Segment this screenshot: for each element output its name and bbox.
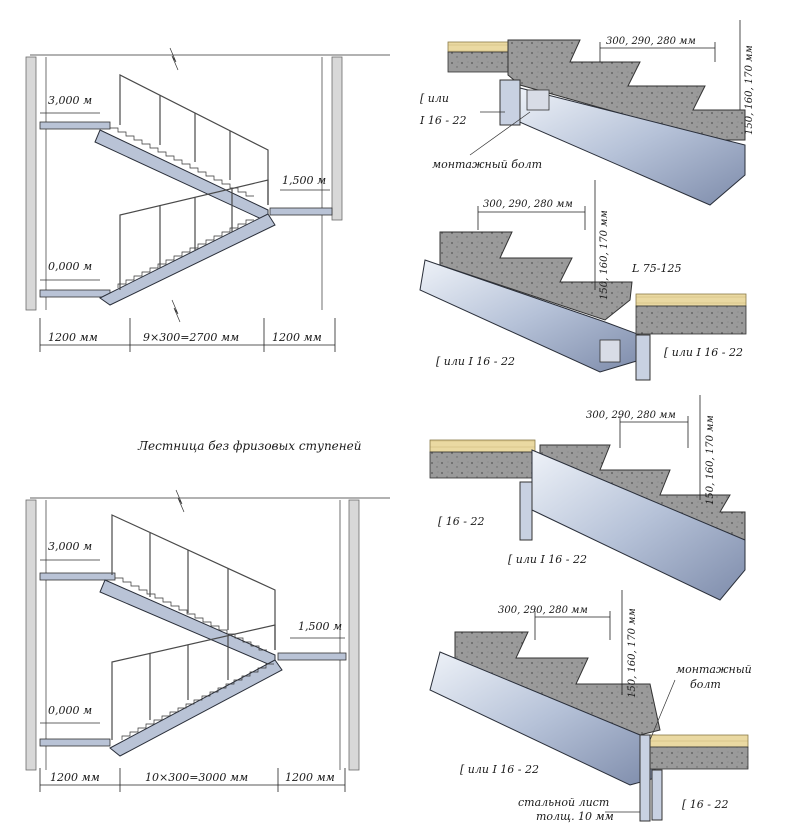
ibeam-label: I 16 - 22: [419, 114, 467, 127]
channel-label-b: [ или I 16 - 22: [664, 346, 743, 359]
dim-right-label: 1200 мм: [285, 771, 335, 784]
channel-label: [ 16 - 22: [438, 515, 485, 528]
tread-dim: 300, 290, 280 мм: [498, 605, 588, 616]
bolt-label-2: болт: [690, 678, 721, 691]
level-bottom-label: 0,000 м: [48, 260, 92, 273]
plate-label-1: стальной лист: [518, 796, 609, 809]
channel-label: [ или: [420, 92, 449, 105]
tread-dim: 300, 290, 280 мм: [586, 410, 676, 421]
detail-stringer-floor-plate: 300, 290, 280 мм 150, 160, 170 мм монтаж…: [429, 590, 752, 823]
level-top-label: 3,000 м: [48, 94, 92, 107]
level-mid-label: 1,500 м: [282, 174, 326, 187]
dim-left-label: 1200 мм: [50, 771, 100, 784]
angle-label: L 75-125: [631, 262, 682, 275]
detail-stringer-landing: 300, 290, 280 мм 150, 160, 170 мм L 75-1…: [419, 180, 747, 381]
dim-center-label: 9×300=2700 мм: [143, 331, 239, 344]
riser-dim: 150, 160, 170 мм: [627, 608, 638, 698]
dim-left-label: 1200 мм: [48, 331, 98, 344]
riser-dim: 150, 160, 170 мм: [705, 415, 716, 505]
tread-dim: 300, 290, 280 мм: [483, 199, 573, 210]
plate-label-2: толщ. 10 мм: [536, 810, 614, 823]
detail-stringer-floor: 300, 290, 280 мм 150, 160, 170 мм [ 16 -…: [429, 395, 746, 601]
level-bottom-label: 0,000 м: [48, 704, 92, 717]
bolt-label: монтажный болт: [432, 158, 542, 171]
channel-label-b: [ или I 16 - 22: [460, 763, 539, 776]
tread-dim: 300, 290, 280 мм: [606, 36, 696, 47]
riser-dim: 150, 160, 170 мм: [599, 210, 610, 300]
elevation-top: 3,000 м 1,500 м 0,000 м 1200 мм 9×300=27…: [25, 47, 390, 352]
level-top-label: 3,000 м: [48, 540, 92, 553]
elevation-bottom: 3,000 м 1,500 м 0,000 м 1200 мм 10×300=3…: [25, 489, 390, 792]
caption-no-winder: Лестница без фризовых ступеней: [137, 439, 362, 453]
dim-right-label: 1200 мм: [272, 331, 322, 344]
detail-stringer-top: 300, 290, 280 мм 150, 160, 170 мм [ или …: [419, 20, 755, 206]
level-mid-label: 1,500 м: [298, 620, 342, 633]
riser-dim: 150, 160, 170 мм: [744, 45, 755, 135]
channel-label-b: [ или I 16 - 22: [508, 553, 587, 566]
channel-label: [ 16 - 22: [682, 798, 729, 811]
bolt-label-1: монтажный: [676, 663, 752, 676]
channel-label-a: [ или I 16 - 22: [436, 355, 515, 368]
dim-center-label: 10×300=3000 мм: [145, 771, 248, 784]
